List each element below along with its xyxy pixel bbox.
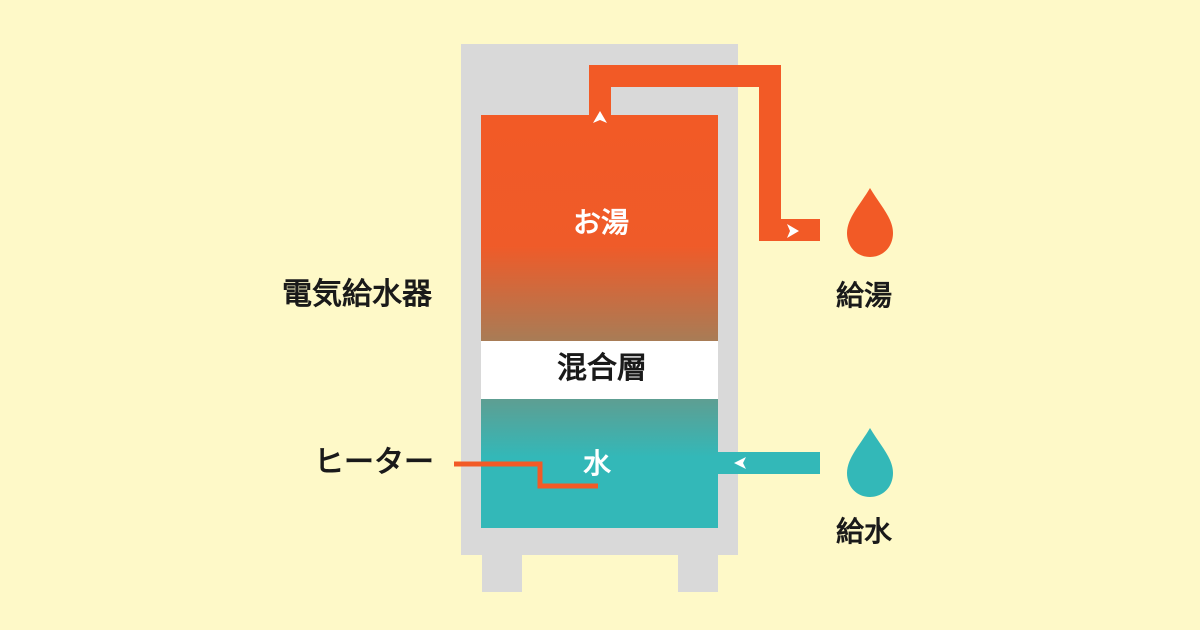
water-label: 水 [583,447,612,480]
heater-element-label: ヒーター [314,445,434,480]
hot-water-drop-icon [847,188,893,257]
mixing-layer-label: 混合層 [557,351,647,386]
cold-supply-arrow [734,457,746,469]
mixing-layer [481,341,718,399]
hot-water-label: お湯 [572,206,629,239]
cold-water-drop-icon [847,428,893,497]
cold-supply-label: 給水 [836,515,893,548]
hot-supply-label: 給湯 [836,279,893,312]
cabinet-leg-left [482,550,522,592]
hot-outlet-arrow [593,111,607,123]
cabinet-leg-right [678,550,718,592]
hot-supply-arrow [787,224,799,238]
hot-supply-pipe [589,65,820,241]
heater-name-label: 電気給水器 [282,277,432,312]
cold-supply-pipe [718,452,820,474]
hot-water-layer [481,115,718,341]
heater-element [481,461,598,489]
